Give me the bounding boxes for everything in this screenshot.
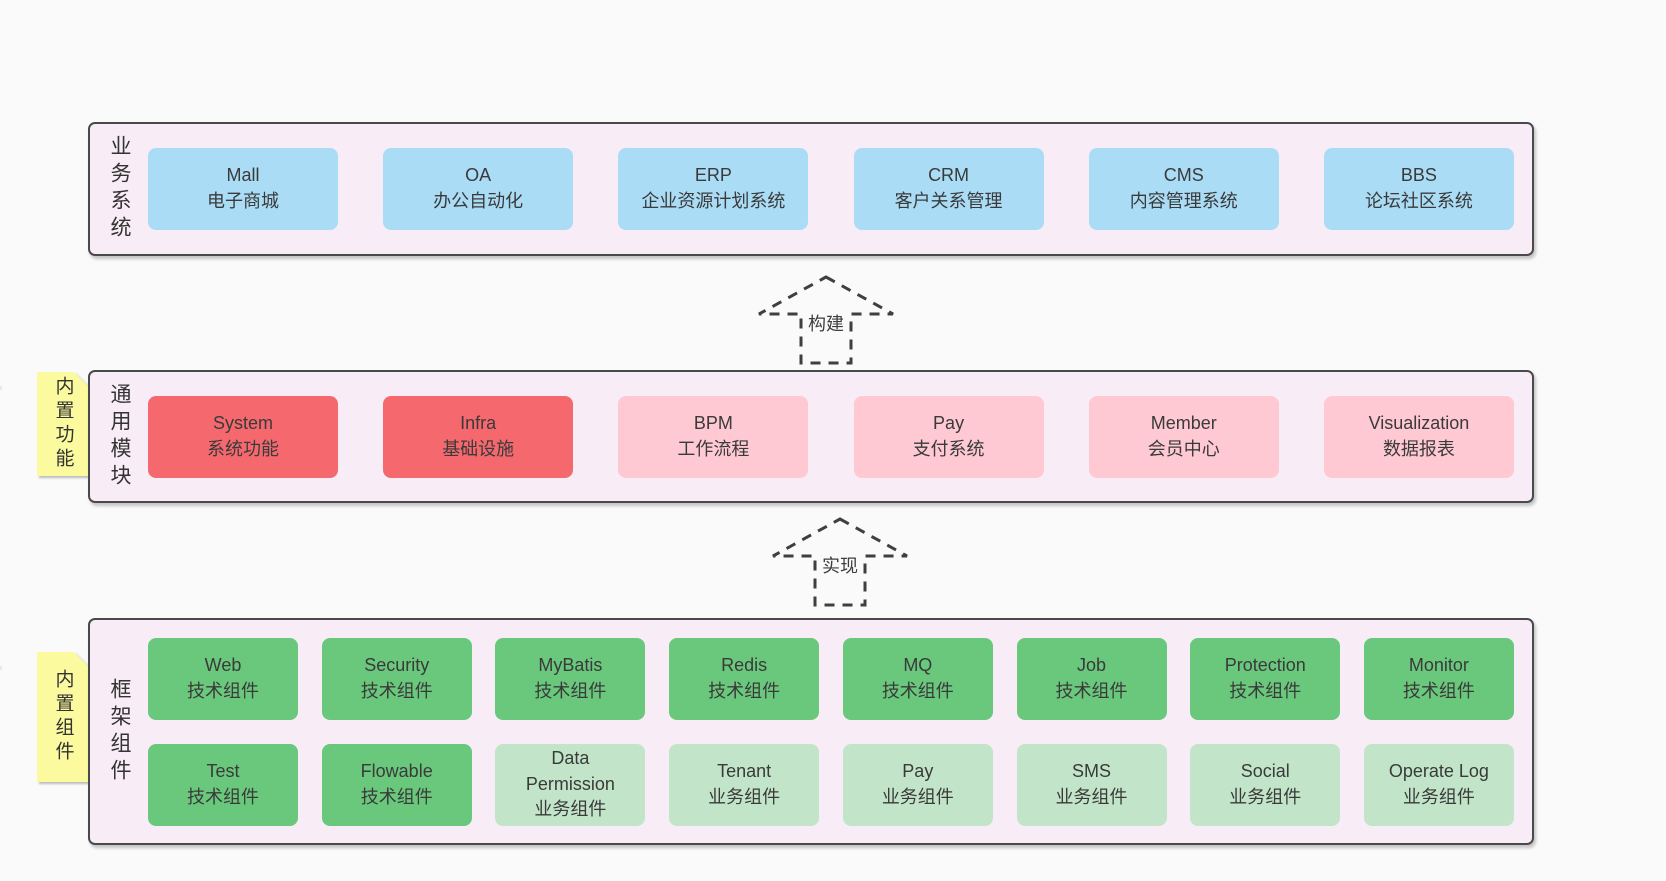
box-subtitle: 客户关系管理 [894, 191, 1003, 211]
module-box-visualization: Visualization 数据报表 [1323, 395, 1514, 478]
module-box-system: System 系统功能 [148, 395, 338, 478]
box-subtitle: 技术组件 [708, 680, 781, 701]
component-box-redis: Redis 技术组件 [669, 637, 820, 720]
box-title: Flowable [360, 760, 433, 781]
box-title: Tenant [717, 760, 772, 781]
box-subtitle: 系统功能 [207, 438, 279, 459]
component-box-test: Test 技术组件 [148, 743, 298, 826]
box-title: CMS [1163, 165, 1204, 186]
box-subtitle: 技术组件 [534, 680, 607, 701]
box-title: Infra [460, 412, 497, 433]
component-box-pay: Pay 业务组件 [842, 743, 993, 826]
business-systems-boxes: Mall 电子商城 OA 办公自动化 ERP 企业资源计划系统 CRM 客户关系… [148, 124, 1532, 254]
box-title: MyBatis [538, 654, 603, 675]
box-subtitle: 技术组件 [187, 786, 259, 807]
module-box-member: Member 会员中心 [1088, 395, 1279, 478]
component-box-flowable: Flowable 技术组件 [321, 743, 472, 826]
box-title: Web [204, 654, 242, 675]
box-subtitle: 业务组件 [708, 786, 781, 807]
module-box-bpm: BPM 工作流程 [618, 395, 809, 478]
framework-components-band: 框架组件 Web 技术组件 Security 技术组件 MyBatis 技术组件… [88, 618, 1534, 845]
module-box-bbs: BBS 论坛社区系统 [1323, 148, 1514, 230]
common-modules-band: 通用模块 System 系统功能 Infra 基础设施 BPM 工作流程 Pay… [88, 370, 1534, 503]
box-subtitle: 业务组件 [1402, 786, 1475, 807]
component-box-tenant: Tenant 业务组件 [669, 743, 820, 826]
box-title: Redis [721, 654, 768, 675]
box-title: BPM [693, 412, 733, 433]
box-subtitle: 电子商城 [207, 191, 279, 211]
arrow-label-build: 构建 [804, 308, 848, 338]
box-title: Member [1150, 412, 1217, 433]
box-title: Protection [1224, 654, 1306, 675]
common-modules-boxes: System 系统功能 Infra 基础设施 BPM 工作流程 Pay 支付系统… [148, 372, 1532, 501]
box-title: ERP [694, 165, 732, 186]
box-subtitle: 论坛社区系统 [1364, 191, 1473, 211]
box-subtitle: 支付系统 [912, 438, 985, 459]
box-title: Data Permission [525, 748, 615, 794]
box-subtitle: 业务组件 [534, 799, 607, 820]
component-box-monitor: Monitor 技术组件 [1363, 637, 1514, 720]
note-label: 内置功能 [37, 372, 89, 476]
box-subtitle: 业务组件 [881, 786, 954, 807]
component-box-security: Security 技术组件 [321, 637, 472, 720]
component-box-sms: SMS 业务组件 [1016, 743, 1167, 826]
build-arrow: 构建 [756, 274, 896, 366]
band-label-business-systems: 业务系统 [108, 135, 131, 243]
component-box-mq: MQ 技术组件 [842, 637, 993, 720]
box-title: Job [1077, 654, 1107, 675]
business-systems-band: 业务系统 Mall 电子商城 OA 办公自动化 ERP 企业资源计划系统 CRM… [88, 122, 1534, 256]
box-subtitle: 数据报表 [1382, 438, 1455, 459]
module-box-mall: Mall 电子商城 [148, 148, 338, 230]
box-subtitle: 会员中心 [1147, 438, 1220, 459]
box-subtitle: 工作流程 [677, 438, 750, 459]
box-title: Pay [902, 760, 934, 781]
box-subtitle: 技术组件 [187, 680, 259, 701]
component-box-job: Job 技术组件 [1016, 637, 1167, 720]
component-box-protection: Protection 技术组件 [1190, 637, 1341, 720]
box-subtitle: 技术组件 [1055, 680, 1128, 701]
box-subtitle: 办公自动化 [433, 191, 524, 211]
note-label: 内置组件 [37, 652, 89, 782]
box-title: Visualization [1368, 412, 1470, 433]
band-label-framework-components: 框架组件 [108, 677, 131, 786]
box-title: Monitor [1408, 654, 1469, 675]
component-box-social: Social 业务组件 [1190, 743, 1341, 826]
module-box-cms: CMS 内容管理系统 [1088, 148, 1279, 230]
box-subtitle: 基础设施 [442, 438, 515, 459]
module-box-infra: Infra 基础设施 [383, 395, 574, 478]
box-title: Social [1240, 760, 1290, 781]
module-box-crm: CRM 客户关系管理 [853, 148, 1044, 230]
box-subtitle: 业务组件 [1055, 786, 1128, 807]
box-title: Operate Log [1388, 760, 1489, 781]
box-title: CRM [928, 165, 970, 186]
module-box-erp: ERP 企业资源计划系统 [618, 148, 809, 230]
box-title: OA [465, 165, 492, 186]
module-box-pay: Pay 支付系统 [853, 395, 1044, 478]
box-title: SMS [1072, 760, 1112, 781]
box-subtitle: 技术组件 [360, 680, 433, 701]
box-subtitle: 技术组件 [881, 680, 954, 701]
implement-arrow: 实现 [770, 516, 910, 608]
box-title: Mall [226, 165, 260, 186]
box-title: Pay [933, 412, 965, 433]
box-subtitle: 企业资源计划系统 [641, 191, 786, 211]
arrow-label-implement: 实现 [818, 550, 862, 580]
component-box-data-permission: Data Permission 业务组件 [495, 743, 646, 826]
box-title: Security [364, 654, 430, 675]
box-title: MQ [903, 654, 933, 675]
module-box-oa: OA 办公自动化 [383, 148, 574, 230]
component-box-mybatis: MyBatis 技术组件 [495, 637, 646, 720]
box-title: BBS [1400, 165, 1437, 186]
band-label-common-modules: 通用模块 [108, 382, 131, 491]
component-box-web: Web 技术组件 [148, 637, 298, 720]
box-subtitle: 技术组件 [360, 786, 433, 807]
box-subtitle: 技术组件 [1229, 680, 1302, 701]
box-subtitle: 业务组件 [1229, 786, 1302, 807]
framework-components-boxes: Web 技术组件 Security 技术组件 MyBatis 技术组件 Redi… [148, 620, 1532, 843]
box-title: Test [206, 760, 240, 781]
box-subtitle: 技术组件 [1402, 680, 1475, 701]
box-subtitle: 内容管理系统 [1129, 191, 1238, 211]
component-box-operate-log: Operate Log 业务组件 [1363, 743, 1514, 826]
box-title: System [212, 412, 273, 433]
